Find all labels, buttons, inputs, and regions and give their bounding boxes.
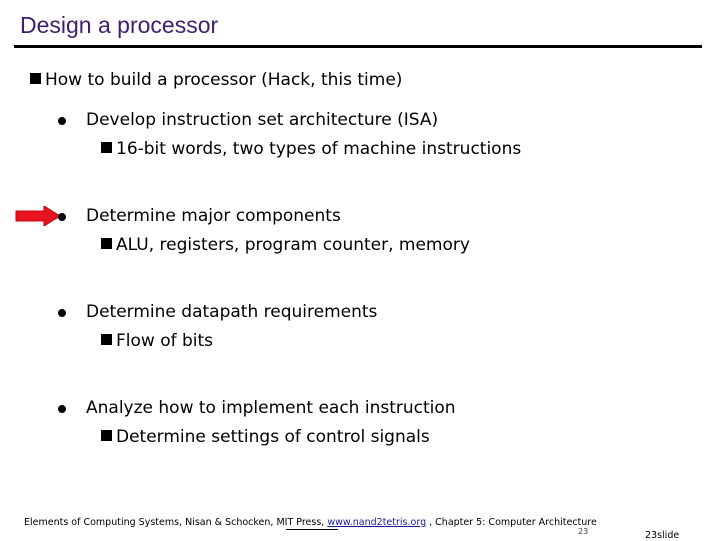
slide-number: 23slide: [645, 530, 680, 541]
square-bullet-icon: [101, 142, 112, 153]
sub-item-3: Flow of bits: [101, 331, 213, 351]
footer-underline: [286, 529, 338, 530]
footer-link[interactable]: www.nand2tetris.org: [327, 517, 427, 528]
title-divider: [14, 45, 702, 48]
main-bullet-text: How to build a processor (Hack, this tim…: [45, 70, 403, 90]
sub-item-text: Flow of bits: [116, 331, 214, 351]
slide-title: Design a processor: [20, 12, 219, 38]
main-bullet: How to build a processor (Hack, this tim…: [30, 70, 402, 90]
red-right-arrow-icon: [15, 206, 61, 226]
round-bullet-icon: [58, 213, 66, 221]
round-bullet-icon: [58, 405, 66, 413]
sub-item-text: Determine settings of control signals: [116, 427, 430, 447]
sub-item-4: Determine settings of control signals: [101, 427, 430, 447]
list-item-3: Determine datapath requirements: [86, 302, 378, 322]
sub-item-2: ALU, registers, program counter, memory: [101, 235, 470, 255]
footer-chapter: , Chapter 5: Computer Architecture: [426, 517, 597, 528]
list-item-4: Analyze how to implement each instructio…: [86, 398, 456, 418]
square-bullet-icon: [30, 73, 41, 84]
list-item-1: Develop instruction set architecture (IS…: [86, 110, 439, 130]
sub-item-1: 16-bit words, two types of machine instr…: [101, 139, 521, 159]
square-bullet-icon: [101, 238, 112, 249]
footer-text: Elements of Computing Systems, Nisan & S…: [24, 517, 328, 528]
square-bullet-icon: [101, 430, 112, 441]
square-bullet-icon: [101, 334, 112, 345]
round-bullet-icon: [58, 309, 66, 317]
round-bullet-icon: [58, 117, 66, 125]
footer-citation: Elements of Computing Systems, Nisan & S…: [24, 517, 597, 528]
sub-item-text: 16-bit words, two types of machine instr…: [116, 139, 522, 159]
page-number: 23: [578, 527, 589, 536]
list-item-2: Determine major components: [86, 206, 341, 226]
sub-item-text: ALU, registers, program counter, memory: [116, 235, 470, 255]
